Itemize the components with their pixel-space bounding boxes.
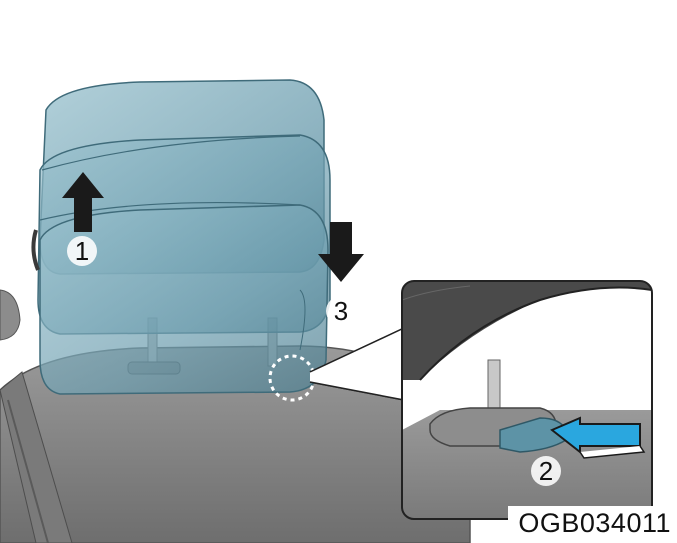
step-2-label: 2 [531, 456, 561, 486]
figure-code: OGB034011 [508, 506, 677, 541]
step-1-label: 1 [67, 236, 97, 266]
down-arrow-icon [318, 222, 364, 282]
step-3-label: 3 [326, 296, 356, 326]
seat-belt [0, 371, 73, 543]
push-arrow-icon [550, 416, 641, 455]
headrest-positions [31, 79, 331, 395]
left-headrest-stub [0, 289, 21, 341]
up-arrow-icon [62, 172, 104, 232]
callout-detail-view [401, 280, 653, 520]
headrest-lower-position [39, 204, 329, 395]
